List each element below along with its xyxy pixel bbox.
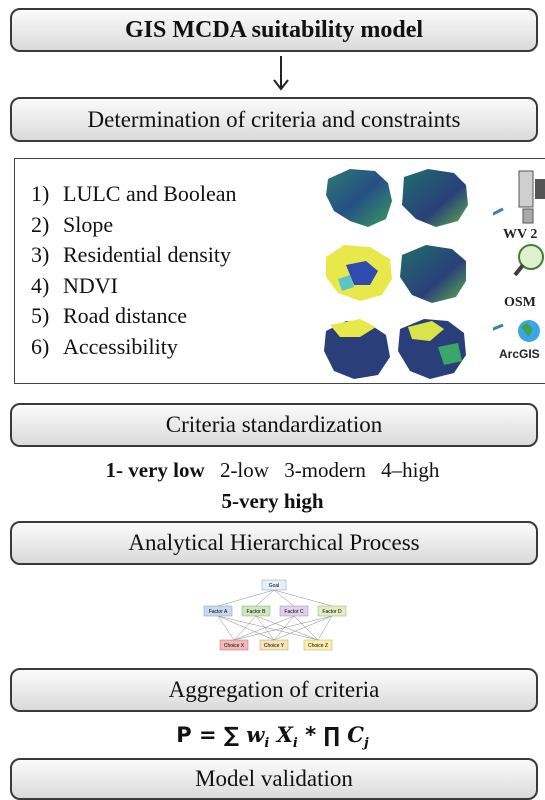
ahp-choice-node: Choice Z: [303, 639, 333, 651]
data-sources: [493, 170, 545, 342]
step-standardization-label: Criteria standardization: [165, 412, 383, 437]
classes-line-1: 1- very low 2-low 3-modern 4–high: [0, 458, 545, 483]
step-ahp: Analytical Hierarchical Process: [10, 521, 538, 565]
svg-text:Factor A: Factor A: [209, 609, 228, 615]
criteria-item: 5)Road distance: [31, 303, 188, 328]
criteria-item: 3)Residential density: [31, 242, 232, 267]
osm-icon: [513, 244, 544, 277]
map-ndvi: [400, 245, 466, 303]
class-high: 4–high: [381, 458, 440, 482]
ahp-factor-node: Factor C: [279, 605, 309, 617]
ahp-factor-node: Factor A: [203, 605, 233, 617]
step-title: GIS MCDA suitability model: [124, 16, 424, 43]
arcgis-label: ArcGIS: [499, 347, 540, 361]
class-modern: 3-modern: [284, 458, 366, 482]
osm-label: OSM: [504, 295, 536, 310]
svg-text:Factor D: Factor D: [322, 609, 342, 615]
wv2-label: WV 2: [503, 227, 538, 242]
svg-text:Factor B: Factor B: [247, 609, 267, 615]
step-ahp-label: Analytical Hierarchical Process: [128, 530, 420, 555]
step-determination-label: Determination of criteria and constraint…: [87, 106, 461, 132]
criteria-maps: [324, 169, 468, 379]
criteria-item: 6)Accessibility: [31, 333, 178, 359]
class-very-low: 1- very low: [105, 458, 205, 482]
ahp-factor-node: Factor B: [241, 605, 271, 617]
svg-text:Factor C: Factor C: [284, 609, 304, 615]
class-low: 2-low: [219, 458, 269, 482]
step-gis-mcda-model: GIS MCDA suitability model: [10, 8, 538, 52]
class-very-high: 5-very high: [221, 489, 324, 513]
ahp-factor-node: Factor D: [317, 605, 347, 617]
criteria-list: 1)LULC and Boolean 2)Slope 3)Residential…: [31, 179, 237, 362]
down-arrow-icon: [273, 56, 289, 91]
ahp-choice-node: Choice Y: [259, 639, 289, 651]
arcgis-icon: [518, 320, 540, 342]
criteria-item: 4)NDVI: [31, 272, 118, 298]
step-validation: Model validation: [10, 758, 538, 800]
map-lulc: [326, 169, 392, 227]
ahp-choice-node: Choice X: [219, 639, 249, 651]
ahp-hierarchy-diagram: Goal Factor A Factor B Factor C Factor D…: [203, 579, 347, 651]
satellite-icon: [518, 170, 545, 224]
ahp-goal-node: Goal: [261, 579, 287, 591]
svg-text:Choice Z: Choice Z: [308, 643, 328, 649]
criteria-item: 1)LULC and Boolean: [31, 181, 237, 206]
step-standardization: Criteria standardization: [10, 403, 538, 447]
svg-text:Goal: Goal: [269, 583, 280, 589]
step-determination: Determination of criteria and constraint…: [10, 97, 538, 142]
step-validation-label: Model validation: [195, 766, 353, 791]
criteria-item: 2)Slope: [31, 211, 114, 237]
step-aggregation-label: Aggregation of criteria: [168, 677, 380, 702]
step-aggregation: Aggregation of criteria: [10, 668, 538, 712]
svg-text:Choice X: Choice X: [224, 643, 245, 649]
criteria-panel: 1)LULC and Boolean 2)Slope 3)Residential…: [14, 158, 545, 384]
svg-text:Choice Y: Choice Y: [264, 643, 285, 649]
aggregation-formula: P = ∑ wi Xi * ∏ Cj: [176, 722, 369, 752]
map-slope: [402, 169, 468, 227]
